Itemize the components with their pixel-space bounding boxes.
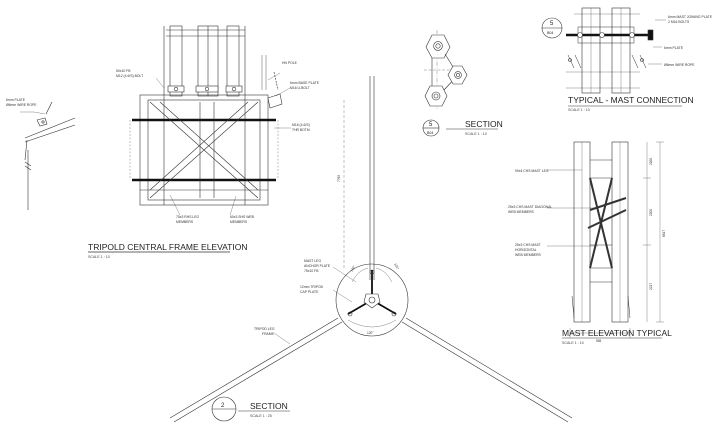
label-cap-plate: CAP PLATE bbox=[300, 290, 319, 294]
scale-tripod-elevation: SCALE 1 : 10 bbox=[88, 255, 110, 259]
label-m12-bolt: M12 (4.6/S) BOLT bbox=[116, 74, 143, 78]
mast-elevation-typical bbox=[547, 141, 664, 339]
label-mast-plate: 6mm MAST JOINING PLATE bbox=[668, 15, 713, 19]
label-wire-left: Ø6mm WIRE ROPE bbox=[6, 103, 37, 107]
mast-connection-detail bbox=[541, 7, 682, 107]
title-mast-elevation: MAST ELEVATION TYPICAL bbox=[562, 328, 672, 338]
scale-mast-elevation: SCALE 1 : 10 bbox=[562, 341, 584, 345]
bubble-section2-num: 2 bbox=[221, 403, 225, 409]
dim-elev-width: 565 bbox=[596, 339, 602, 343]
dim-elev-tot: 6617 bbox=[662, 230, 666, 237]
scale-section2: SCALE 1 : 25 bbox=[250, 414, 272, 418]
label-mast-leg: MAST LEG bbox=[304, 259, 321, 263]
label-tripod-cap: 12mm TRIPOD bbox=[300, 285, 324, 289]
section-5-detail bbox=[422, 30, 498, 137]
label-u-bolt: M16 U-BOLT bbox=[290, 86, 310, 90]
label-chs-leg: 90x4 CHS MAST LEG bbox=[515, 169, 549, 173]
bubble-section5-ref: B04 bbox=[427, 131, 433, 135]
label-tripod-leg: TRIPOD LEG bbox=[254, 327, 275, 331]
dim-elev-top: 2200 bbox=[649, 158, 653, 165]
label-m16-bolt: M16 (4.6/S) bbox=[292, 123, 310, 127]
tripod-central-frame-elevation bbox=[88, 25, 291, 253]
title-section5: SECTION bbox=[465, 119, 503, 129]
label-wire-rope: Ø6mm WIRE ROPE bbox=[664, 63, 695, 67]
label-anchor-plate: ANCHOR PLATE bbox=[304, 264, 331, 268]
label-web-members: WEB MEMBERS bbox=[508, 210, 535, 214]
section-2-tripod bbox=[169, 76, 573, 423]
title-tripod-elevation: TRIPOLD CENTRAL FRAME ELEVATION bbox=[88, 242, 247, 252]
scale-mast-connection: SCALE 1 : 10 bbox=[568, 108, 590, 112]
label-hn-pole: HN POLE bbox=[282, 61, 298, 65]
label-50x10-fb: 50x10 FB bbox=[116, 69, 131, 73]
label-frame: FRAME bbox=[262, 332, 275, 336]
dim-angle-a: 120° bbox=[349, 264, 356, 272]
scale-section5: SCALE 1 : 10 bbox=[465, 132, 487, 136]
label-plate-left: 6mm PLATE bbox=[6, 98, 26, 102]
title-mast-connection: TYPICAL - MAST CONNECTION bbox=[568, 95, 694, 105]
label-horizontal: HORIZONTAL bbox=[515, 248, 537, 252]
label-m16-bolts: 2 M16 BOLTS bbox=[668, 20, 690, 24]
label-anchor-fb: 75x10 FB bbox=[304, 269, 319, 273]
label-rhs-60: 60x3 SHS WEB bbox=[230, 215, 255, 219]
dim-elev-bot: 2217 bbox=[649, 283, 653, 290]
label-chs-diag: 25x3 CHS MAST DIAGONAL bbox=[508, 205, 552, 209]
title-section2: SECTION bbox=[250, 401, 288, 411]
label-chs-horiz: 25x3 CHS MAST bbox=[515, 243, 541, 247]
dim-angle-b: 120° bbox=[393, 263, 400, 271]
label-6mm-plate: 6mm PLATE bbox=[664, 46, 684, 50]
label-members-1: MEMBERS bbox=[176, 220, 194, 224]
label-thr-bolt: THR BOTM bbox=[292, 128, 310, 132]
left-partial-detail bbox=[20, 101, 76, 210]
dim-elev-mid: 2200 bbox=[649, 209, 653, 216]
bubble-section5-num: 5 bbox=[429, 122, 433, 128]
bubble-conn-num: 5 bbox=[550, 21, 554, 27]
bubble-conn-ref: B04 bbox=[547, 31, 553, 35]
label-members-2: MEMBERS bbox=[230, 220, 248, 224]
label-base-plate: 6mm BASE PLATE bbox=[290, 81, 320, 85]
dim-mast-height: 7769 bbox=[337, 175, 341, 182]
label-web-members-2: WEB MEMBERS bbox=[515, 253, 542, 257]
dim-angle-c: 120° bbox=[367, 331, 374, 335]
label-rhs-75: 75x3 RHS LEG bbox=[176, 215, 200, 219]
